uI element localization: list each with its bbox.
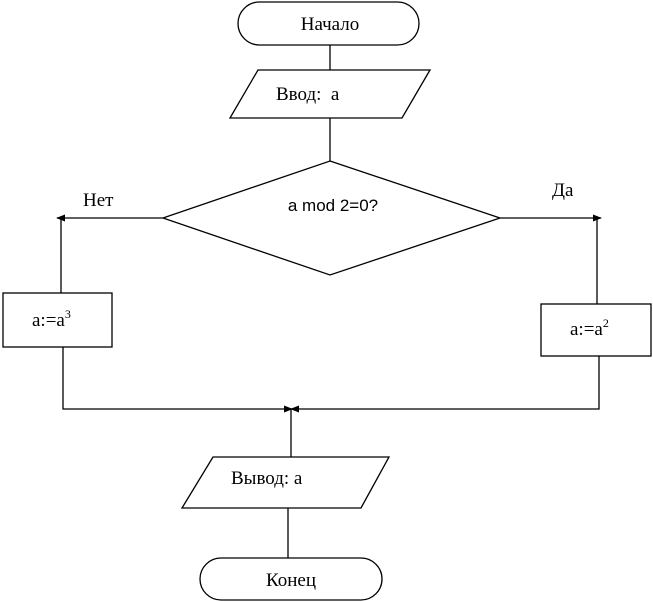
connectors bbox=[56, 45, 602, 558]
output-block: Вывод: a bbox=[180, 456, 391, 509]
no-branch-formula: a:=a3 bbox=[32, 307, 71, 331]
input-label: Ввод: a bbox=[276, 84, 340, 105]
condition-diamond: a mod 2=0? bbox=[160, 160, 503, 276]
yes-branch-formula: a:=a2 bbox=[570, 316, 609, 340]
input-block: Ввод: a bbox=[228, 69, 432, 119]
connector-yes-branch-to-merge bbox=[290, 356, 600, 413]
yes-branch-label: Да bbox=[552, 180, 574, 201]
condition-label: a mod 2=0? bbox=[288, 196, 378, 215]
no-branch-process: a:=a3 bbox=[2, 292, 113, 348]
yes-branch-process: a:=a2 bbox=[540, 303, 652, 357]
start-terminator: Начало bbox=[237, 1, 420, 46]
connector-no-branch-to-merge bbox=[62, 347, 293, 413]
start-label: Начало bbox=[301, 14, 360, 35]
yes-branch-base: a:=a bbox=[570, 319, 603, 340]
end-label: Конец bbox=[266, 570, 316, 591]
no-branch-exponent: 3 bbox=[65, 307, 71, 321]
yes-branch-exponent: 2 bbox=[603, 316, 609, 330]
end-terminator: Конец bbox=[199, 557, 383, 601]
no-branch-base: a:=a bbox=[32, 310, 65, 331]
no-branch-label: Нет bbox=[83, 190, 114, 211]
output-label: Вывод: a bbox=[231, 468, 303, 489]
